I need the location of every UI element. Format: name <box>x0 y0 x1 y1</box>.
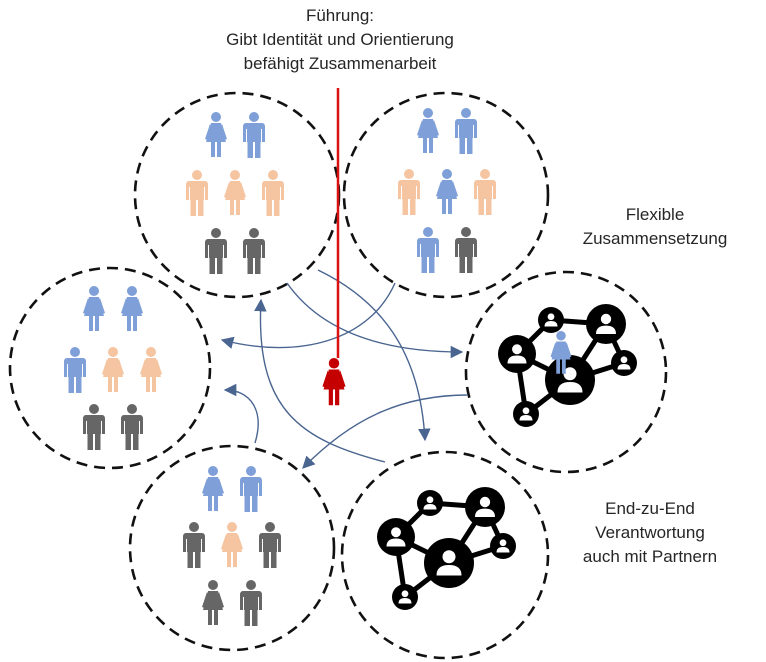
label-line: Zusammensetzung <box>582 229 728 248</box>
man-icon <box>83 404 105 450</box>
flexible-composition-label: Flexible Zusammensetzung <box>560 203 750 251</box>
team-bottom-left-boundary <box>128 444 336 652</box>
man-icon <box>455 227 477 273</box>
man-icon <box>474 169 496 215</box>
woman-icon <box>202 580 224 625</box>
network-bottom-right-boundary <box>340 450 550 660</box>
user-node-icon <box>545 355 595 405</box>
user-node-icon <box>498 335 536 373</box>
user-node-icon <box>377 518 415 556</box>
team-top-left <box>186 112 284 274</box>
man-icon <box>240 466 262 512</box>
partner-networks <box>377 304 637 610</box>
label-line: auch mit Partnern <box>582 547 718 566</box>
arrow-to-right-network <box>286 282 464 359</box>
team-members <box>64 108 496 626</box>
man-icon <box>398 169 420 215</box>
team-left <box>64 286 162 450</box>
arrow-down-to-bottom-right <box>317 269 431 442</box>
label-line: End-zu-End <box>605 499 695 518</box>
label-line: Flexible <box>625 205 685 224</box>
user-node-icon <box>513 401 539 427</box>
user-node-icon <box>490 533 516 559</box>
label-line: Verantwortung <box>595 523 705 542</box>
user-node-icon <box>392 584 418 610</box>
man-icon <box>121 404 143 450</box>
team-left-boundary <box>8 266 212 470</box>
man-icon <box>417 227 439 273</box>
arrow-to-left-team <box>220 282 396 349</box>
man-icon <box>262 170 284 216</box>
network-right-boundary <box>464 270 668 474</box>
caption-line: Gibt Identität und Orientierung <box>226 30 454 49</box>
woman-icon <box>202 466 224 511</box>
user-node-icon <box>465 487 505 527</box>
leader-woman-icon <box>322 358 346 406</box>
man-icon <box>205 228 227 274</box>
network-bottom-right <box>377 487 516 610</box>
team-top-right-boundary <box>342 91 550 299</box>
caption-line: Führung: <box>305 6 375 25</box>
man-icon <box>243 228 265 274</box>
woman-icon <box>102 347 124 392</box>
woman-icon <box>121 286 143 331</box>
woman-icon <box>224 170 246 215</box>
team-bottom-left <box>183 466 281 626</box>
user-node-icon <box>611 350 637 376</box>
caption-line: befähigt Zusammenarbeit <box>243 54 437 73</box>
arrow-left-short <box>223 383 259 444</box>
woman-icon <box>83 286 105 331</box>
man-icon <box>240 580 262 626</box>
woman-icon <box>205 112 227 157</box>
man-icon <box>183 522 205 568</box>
user-node-icon <box>424 538 474 588</box>
arrow-to-bottom-left <box>302 394 469 469</box>
man-icon <box>64 347 86 393</box>
arrow-up-to-top-left <box>254 298 386 463</box>
end-to-end-label: End-zu-End Verantwortung auch mit Partne… <box>555 497 745 569</box>
user-node-icon <box>417 490 443 516</box>
network-right <box>498 304 637 427</box>
leadership-caption: Führung: Gibt Identität und Orientierung… <box>190 4 490 76</box>
man-icon <box>455 108 477 154</box>
leader-figure-icon <box>322 358 346 406</box>
man-icon <box>243 112 265 158</box>
user-node-icon <box>538 307 564 333</box>
man-icon <box>259 522 281 568</box>
woman-icon <box>221 522 243 567</box>
collaboration-arrows <box>220 269 469 469</box>
man-icon <box>186 170 208 216</box>
woman-icon <box>140 347 162 392</box>
embedded-woman-icon <box>550 331 572 374</box>
woman-icon <box>417 108 439 153</box>
team-top-right <box>398 108 496 273</box>
woman-icon <box>436 169 458 214</box>
user-node-icon <box>586 304 626 344</box>
